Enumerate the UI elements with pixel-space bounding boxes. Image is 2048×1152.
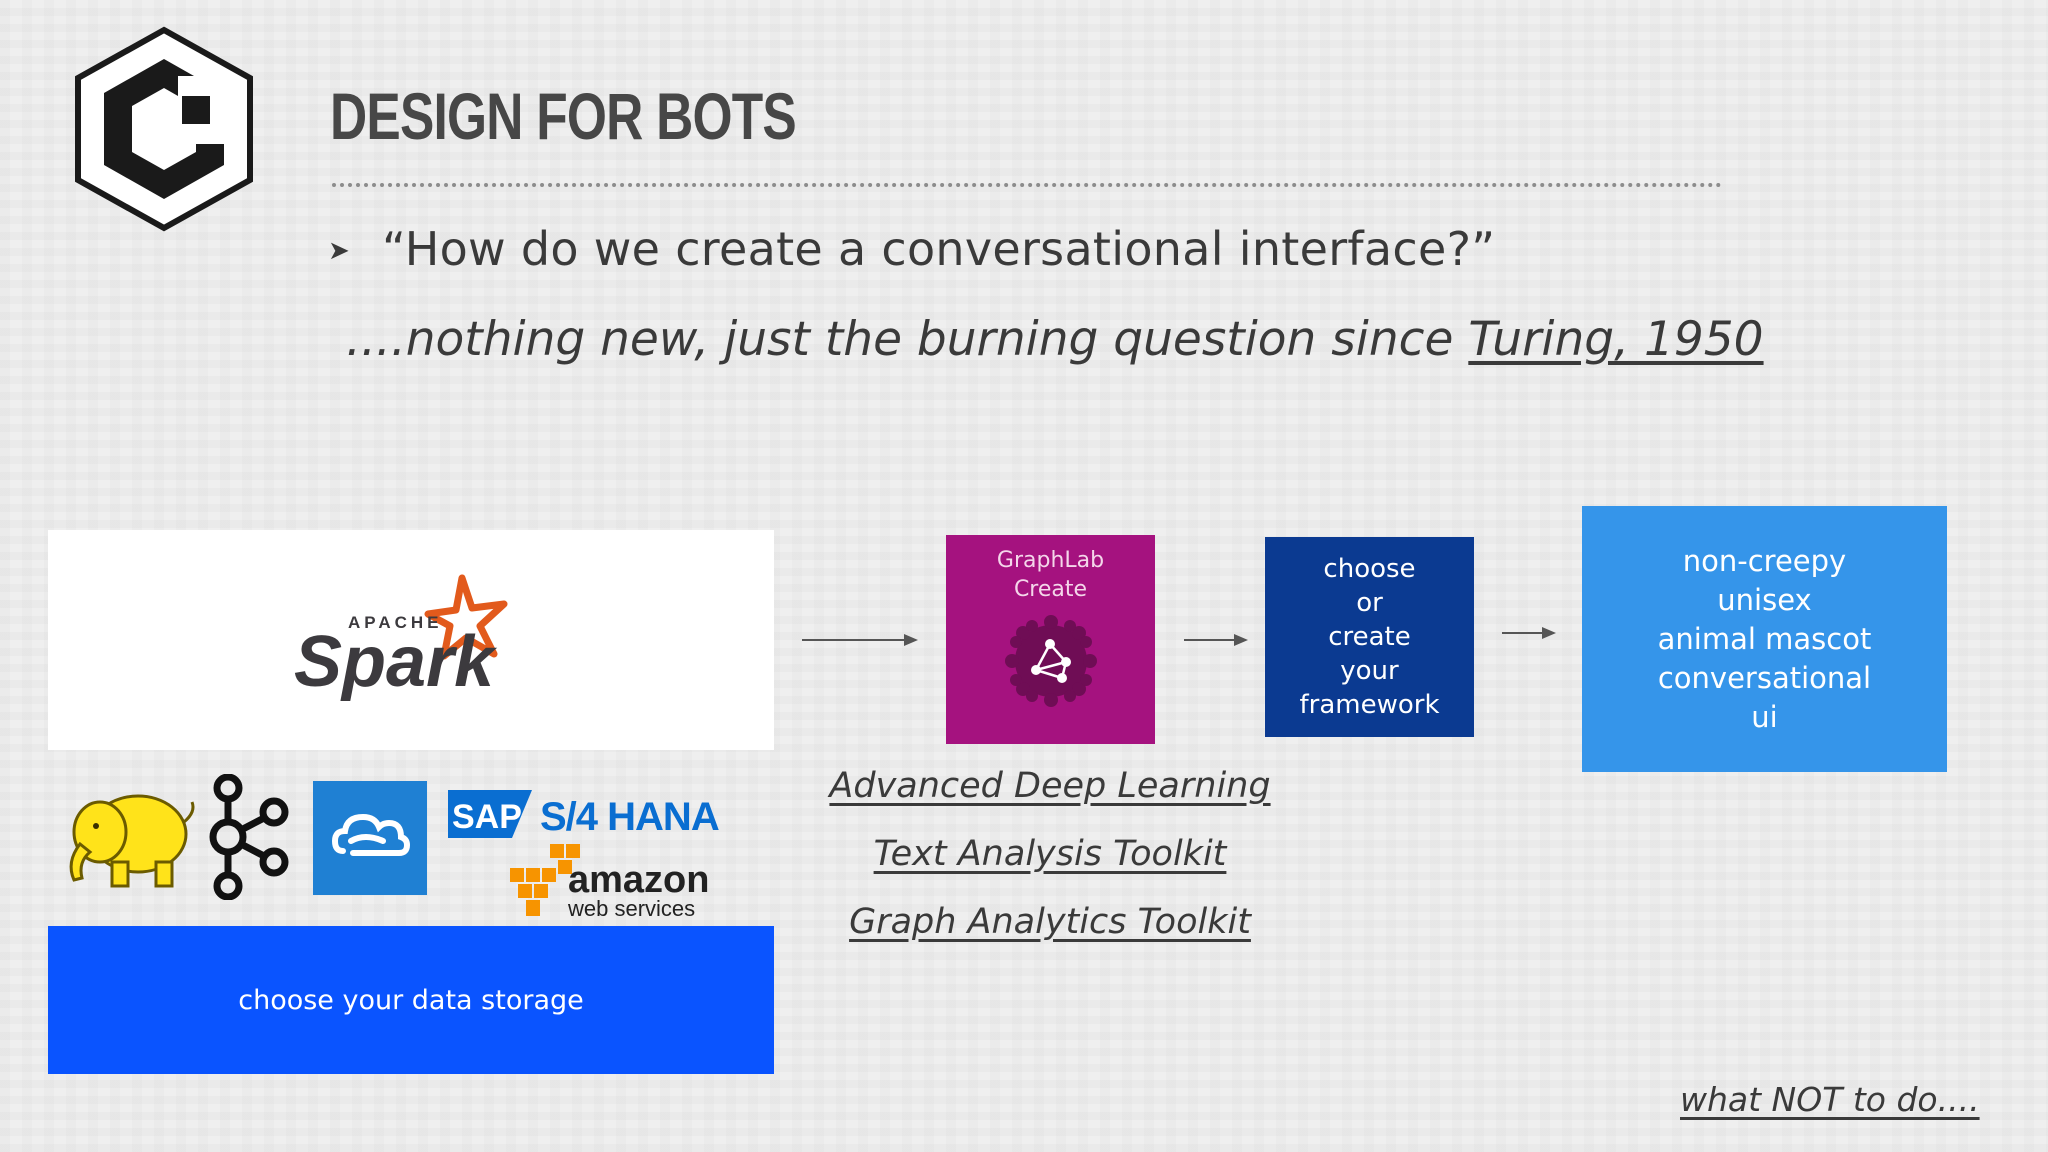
spark-panel (48, 530, 774, 750)
svg-text:S/4 HANA: S/4 HANA (540, 795, 719, 839)
svg-text:APACHE: APACHE (348, 613, 443, 632)
company-logo-icon (75, 26, 253, 232)
graphlab-network-icon (1005, 615, 1097, 707)
turing-link[interactable]: Turing, 1950 (1468, 312, 1764, 367)
what-not-to-do-link[interactable]: what NOT to do.... (1680, 1080, 1980, 1119)
subtitle-line: ....nothing new, just the burning questi… (346, 312, 1764, 367)
bullet-arrow-icon: ➤ (328, 236, 350, 266)
framework-box: choose or create your framework (1265, 537, 1474, 737)
spark-logo: APACHE Spark (294, 574, 508, 702)
graphlab-label: GraphLab Create (996, 548, 1105, 602)
data-storage-box: choose your data storage (48, 926, 774, 1074)
arrow-spark-to-graphlab (802, 639, 906, 641)
aws-logo: amazon web services (510, 844, 709, 920)
toolkit-link-graph-analytics[interactable]: Graph Analytics Toolkit (849, 902, 1251, 942)
mascot-ui-box: non-creepy unisex animal mascot conversa… (1582, 506, 1947, 772)
page-title: DESIGN FOR BOTS (330, 79, 797, 153)
toolkit-link-text-analysis[interactable]: Text Analysis Toolkit (873, 834, 1227, 874)
subtitle-text: ....nothing new, just the burning questi… (346, 312, 1469, 367)
mascot-ui-label: non-creepy unisex animal mascot conversa… (1657, 543, 1872, 734)
azure-cloud-icon (331, 813, 411, 856)
kafka-icon (209, 774, 289, 900)
arrow-head-icon (904, 634, 918, 646)
title-divider (332, 183, 1722, 187)
arrow-head-icon (1234, 634, 1248, 646)
arrow-head-icon (1542, 627, 1556, 639)
arrow-graphlab-to-framework (1184, 639, 1236, 641)
svg-text:amazon: amazon (568, 859, 709, 901)
svg-text:Spark: Spark (294, 622, 498, 702)
azure-tile (313, 781, 427, 895)
bullet-question: “How do we create a conversational inter… (382, 222, 1496, 276)
arrow-framework-to-mascot (1502, 632, 1544, 634)
framework-label: choose or create your framework (1299, 554, 1440, 720)
hadoop-elephant-icon (69, 794, 195, 888)
svg-text:SAP: SAP (452, 798, 522, 836)
data-storage-label: choose your data storage (238, 984, 584, 1016)
sap-logo: SAP S/4 HANA (448, 790, 720, 839)
svg-text:web services: web services (567, 896, 695, 920)
toolkit-link-deep-learning[interactable]: Advanced Deep Learning (829, 766, 1271, 806)
